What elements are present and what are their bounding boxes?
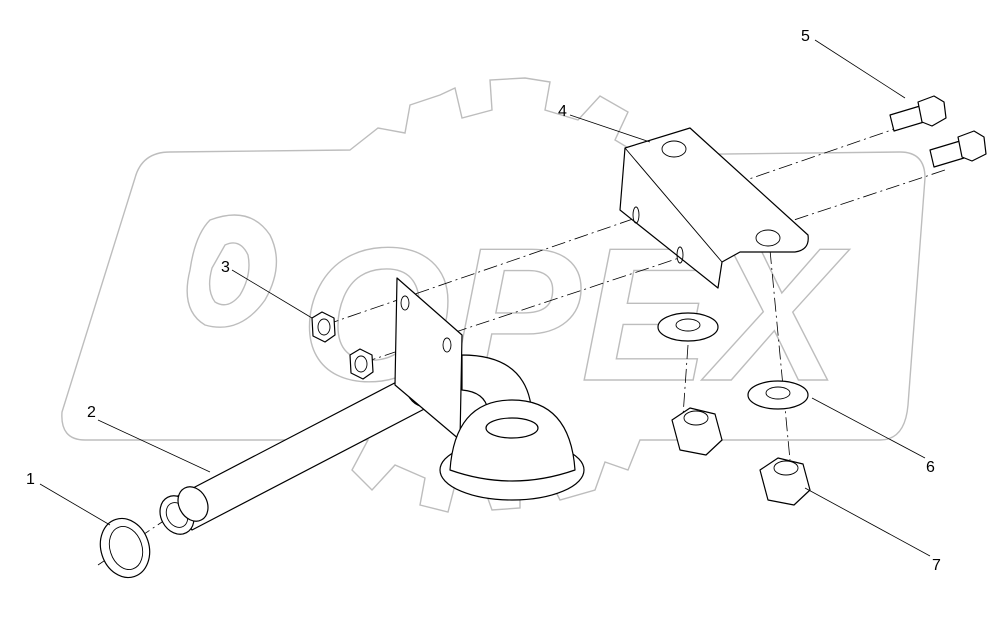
callout-6: 6 (926, 459, 935, 476)
part-6-washer (657, 312, 809, 410)
part-7-hex-nut (671, 407, 811, 506)
callout-3: 3 (221, 259, 230, 276)
leader-lines (39, 39, 931, 557)
part-2-intake-pipe (159, 277, 585, 535)
center-lines (97, 114, 946, 566)
callout-5: 5 (801, 28, 810, 45)
callout-4: 4 (558, 103, 567, 120)
callout-labels: 1 2 3 4 5 6 7 (26, 28, 941, 574)
callout-1: 1 (26, 471, 35, 488)
part-5-bolt (889, 95, 987, 168)
part-1-sealing-ring (99, 517, 151, 579)
callout-2: 2 (87, 404, 96, 421)
part-4-bracket (619, 127, 809, 289)
callout-7: 7 (932, 557, 941, 574)
part-3-nut (311, 311, 374, 380)
